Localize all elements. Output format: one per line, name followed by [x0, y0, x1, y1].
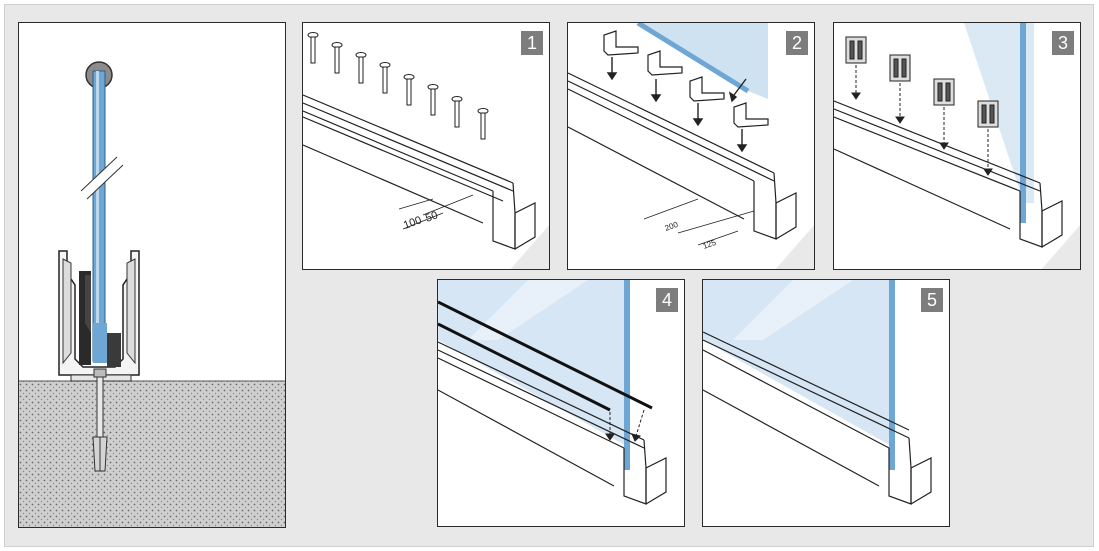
break-symbol: [81, 157, 123, 199]
gaskets: [438, 300, 653, 412]
step-1-panel: 100 50 1: [302, 22, 550, 270]
step-number-badge: 2: [786, 31, 808, 55]
dim-125: 125: [702, 238, 718, 251]
step-number-badge: 1: [521, 31, 543, 55]
glass-pane: [964, 23, 1034, 203]
dim-200: 200: [664, 220, 680, 233]
screws: [307, 32, 489, 140]
step-1-drawing: 100 50: [303, 32, 549, 269]
dim-100: 100: [402, 214, 423, 232]
dim-50: 50: [424, 209, 440, 224]
step-number-badge: 4: [656, 288, 678, 312]
anchor-bolt: [92, 368, 108, 472]
step-3-panel: 3: [833, 22, 1081, 270]
cross-section-panel: [18, 22, 286, 528]
step-5-drawing: [703, 280, 932, 505]
step-4-drawing: [438, 280, 667, 505]
concrete-floor: [19, 381, 285, 527]
step-3-drawing: [834, 23, 1080, 269]
step-number-badge: 5: [921, 288, 943, 312]
step-number-badge: 3: [1052, 31, 1074, 55]
step-5-panel: 5: [702, 279, 950, 527]
clamp-wedges: [845, 36, 999, 128]
step-2-drawing: 200 125: [568, 23, 814, 269]
step-2-panel: 200 125 2: [567, 22, 815, 270]
setting-blocks: [603, 30, 769, 128]
step-4-panel: 4: [437, 279, 685, 527]
cross-section-drawing: [19, 61, 285, 527]
